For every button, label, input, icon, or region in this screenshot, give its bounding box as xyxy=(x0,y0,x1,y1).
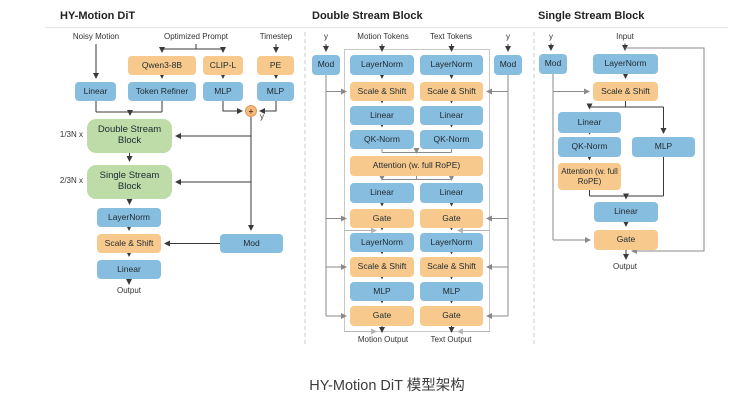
node-ds-motion-mlp: MLP xyxy=(350,282,414,301)
double-stream-title: Double Stream Block xyxy=(312,10,423,22)
output-label-ss: Output xyxy=(612,262,637,271)
left-panel-title: HY-Motion DiT xyxy=(60,10,136,22)
node-mlp-pe: MLP xyxy=(257,82,294,101)
node-ds-motion-scale-shift2: Scale & Shift xyxy=(350,257,414,277)
single-stream-wires xyxy=(548,43,705,260)
node-ss-linear2: Linear xyxy=(594,202,658,222)
node-mlp-clip: MLP xyxy=(203,82,243,101)
node-ss-mod: Mod xyxy=(539,54,567,74)
node-ds-text-linear2: Linear xyxy=(420,183,483,203)
node-ds-motion-linear1: Linear xyxy=(350,106,414,125)
node-ds-motion-gate1: Gate xyxy=(350,209,414,228)
node-ss-qk-norm: QK-Norm xyxy=(558,137,621,157)
node-ds-text-scale-shift1: Scale & Shift xyxy=(420,82,483,101)
timestep-label: Timestep xyxy=(259,32,293,41)
node-ds-text-linear1: Linear xyxy=(420,106,483,125)
node-ds-motion-linear2: Linear xyxy=(350,183,414,203)
optimized-prompt-label: Optimized Prompt xyxy=(163,32,229,41)
node-ds-motion-scale-shift1: Scale & Shift xyxy=(350,82,414,101)
node-ss-scale-shift: Scale & Shift xyxy=(593,82,658,101)
double-multiplier-label: 1/3N x xyxy=(59,130,83,139)
node-ds-text-mlp: MLP xyxy=(420,282,483,301)
y-label-left-panel: y xyxy=(260,112,264,121)
node-single-stream-block: Single Stream Block xyxy=(87,165,172,199)
node-mod-ds-left: Mod xyxy=(312,55,340,75)
node-ds-text-gate1: Gate xyxy=(420,209,483,228)
node-ds-attention: Attention (w. full RoPE) xyxy=(350,156,483,176)
plus-icon: + xyxy=(245,105,257,117)
node-qwen3-8b: Qwen3-8B xyxy=(128,56,196,75)
node-scale-shift-left: Scale & Shift xyxy=(97,234,161,253)
single-multiplier-label: 2/3N x xyxy=(59,176,83,185)
motion-output-label: Motion Output xyxy=(357,335,409,344)
node-linear-in: Linear xyxy=(75,82,116,101)
node-ss-linear1: Linear xyxy=(558,112,621,133)
node-ds-text-scale-shift2: Scale & Shift xyxy=(420,257,483,277)
node-ds-text-gate2: Gate xyxy=(420,306,483,326)
node-ds-text-layernorm2: LayerNorm xyxy=(420,233,483,252)
node-mod-left-panel: Mod xyxy=(220,234,283,253)
node-ss-gate: Gate xyxy=(594,230,658,250)
noisy-motion-label: Noisy Motion xyxy=(72,32,120,41)
single-stream-title: Single Stream Block xyxy=(538,10,645,22)
node-ss-layernorm: LayerNorm xyxy=(593,54,658,74)
figure-caption: HY-Motion DiT 模型架构 xyxy=(309,378,465,394)
y-label-ss: y xyxy=(549,32,553,41)
node-pe: PE xyxy=(257,56,294,75)
double-stream-wires xyxy=(323,44,511,335)
y-label-ds-left: y xyxy=(324,32,328,41)
node-linear-out-left: Linear xyxy=(97,260,161,279)
node-ds-text-layernorm1: LayerNorm xyxy=(420,55,483,75)
node-layernorm-left: LayerNorm xyxy=(97,208,161,227)
output-label-left-panel: Output xyxy=(116,286,141,295)
node-ds-motion-layernorm1: LayerNorm xyxy=(350,55,414,75)
text-output-label: Text Output xyxy=(430,335,472,344)
input-label: Input xyxy=(616,32,634,41)
node-token-refiner: Token Refiner xyxy=(128,82,196,101)
motion-tokens-label: Motion Tokens xyxy=(357,32,409,41)
node-ss-mlp: MLP xyxy=(632,137,695,157)
node-clip-l: CLIP-L xyxy=(203,56,243,75)
node-ss-attention: Attention (w. full RoPE) xyxy=(558,163,621,190)
node-ds-text-qk-norm: QK-Norm xyxy=(420,130,483,149)
node-double-stream-block: Double Stream Block xyxy=(87,119,172,153)
text-tokens-label: Text Tokens xyxy=(429,32,473,41)
left-panel-wires xyxy=(93,44,279,285)
node-mod-ds-right: Mod xyxy=(494,55,522,75)
node-ds-motion-layernorm2: LayerNorm xyxy=(350,233,414,252)
node-ds-motion-gate2: Gate xyxy=(350,306,414,326)
y-label-ds-right: y xyxy=(506,32,510,41)
node-ds-motion-qk-norm: QK-Norm xyxy=(350,130,414,149)
